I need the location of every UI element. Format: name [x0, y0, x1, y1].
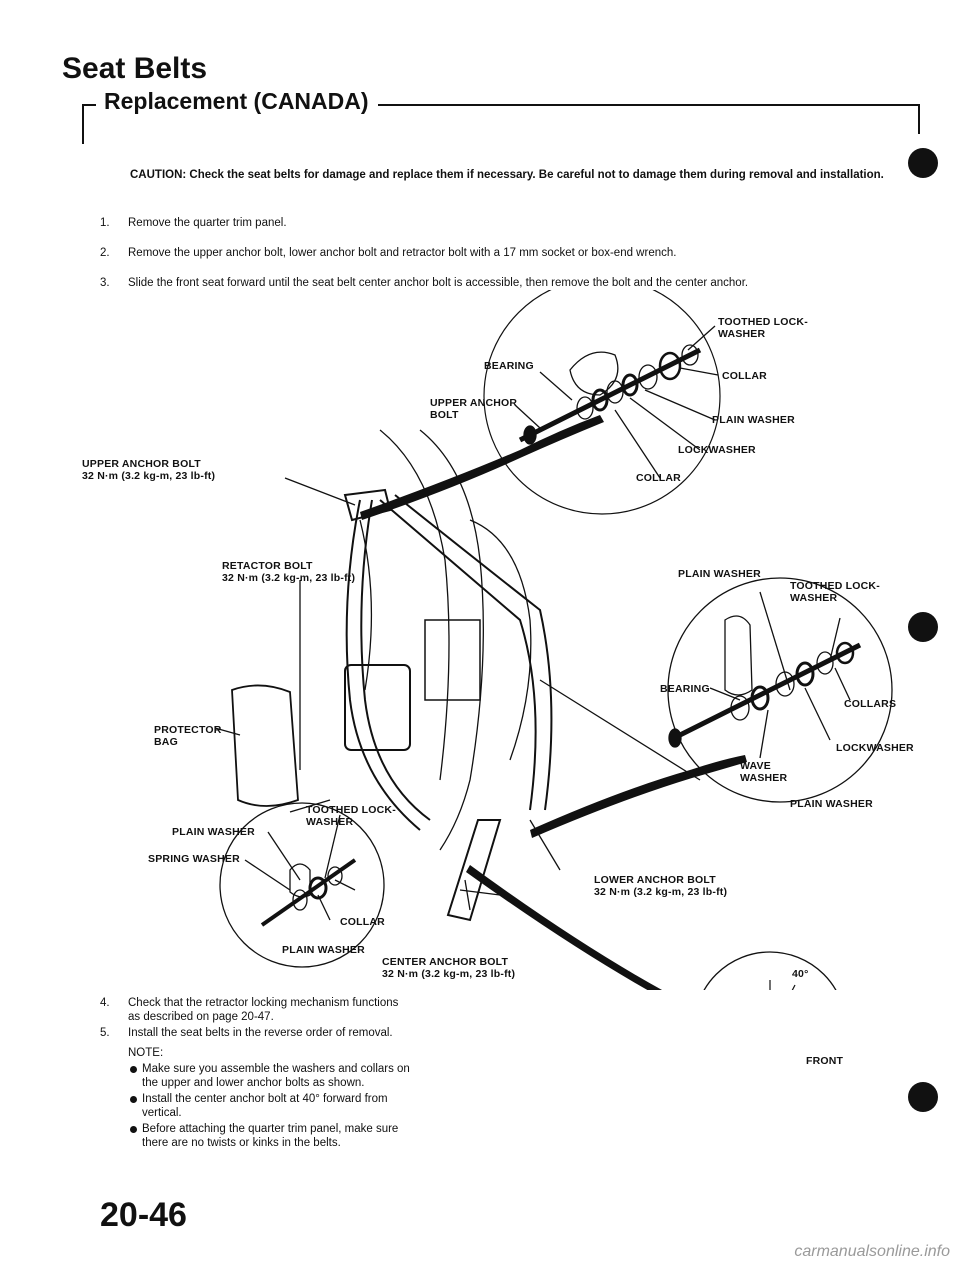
- step-number: 2.: [100, 247, 110, 259]
- label-upper-bearing: BEARING: [484, 360, 534, 372]
- belt-webbing: [345, 499, 421, 831]
- upper-bolt-assembly: [518, 344, 702, 445]
- note-heading: NOTE:: [128, 1047, 164, 1059]
- note-item-2-line1: Install the center anchor bolt at 40° fo…: [142, 1093, 388, 1105]
- label-upper-anchor-bolt-detail-2: BOLT: [430, 409, 459, 421]
- label-upper-collar-2: COLLAR: [636, 472, 681, 484]
- note-item-3-line1: Before attaching the quarter trim panel,…: [142, 1123, 399, 1135]
- pointer-angle: [466, 865, 663, 990]
- subtitle-backdrop: [96, 90, 378, 120]
- step-number: 5.: [100, 1027, 110, 1039]
- binder-hole-icon: [908, 612, 938, 642]
- label-lower-toothed-lockwasher: TOOTHED LOCK-: [790, 580, 880, 592]
- step-3: 3. Slide the front seat forward until th…: [100, 276, 900, 292]
- label-upper-collar: COLLAR: [722, 370, 767, 382]
- step-2: 2. Remove the upper anchor bolt, lower a…: [100, 246, 900, 262]
- label-wave-washer: WAVE: [740, 760, 771, 772]
- label-front: FRONT: [806, 1055, 844, 1067]
- binder-hole-icon: [908, 1082, 938, 1112]
- note-item-2-line2: vertical.: [142, 1107, 182, 1119]
- page-number: 20-46: [100, 1196, 187, 1234]
- retractor: [344, 664, 411, 751]
- caution-text: CAUTION: Check the seat belts for damage…: [130, 169, 884, 181]
- angle-indicator: [769, 980, 796, 990]
- label-wave-washer-2: WASHER: [740, 772, 788, 784]
- lower-bolt-assembly: [668, 615, 862, 748]
- label-lower-anchor-bolt-torque: 32 N·m (3.2 kg-m, 23 lb-ft): [594, 886, 728, 898]
- seat-belt-diagram: [214, 290, 893, 990]
- label-upper-lockwasher: LOCKWASHER: [678, 444, 756, 456]
- step-number: 1.: [100, 217, 110, 229]
- label-upper-anchor-bolt: UPPER ANCHOR BOLT: [82, 458, 201, 470]
- label-spring-washer: SPRING WASHER: [148, 853, 240, 865]
- center-detail-circle: [219, 802, 385, 968]
- note-item-1-line1: Make sure you assemble the washers and c…: [142, 1063, 410, 1075]
- section-title: Replacement (CANADA): [104, 88, 369, 114]
- note-item-1-line2: the upper and lower anchor bolts as show…: [142, 1077, 365, 1089]
- center-bolt-assembly: [260, 858, 357, 927]
- step-4: 4. Check that the retractor locking mech…: [100, 996, 500, 1028]
- label-center-anchor-bolt: CENTER ANCHOR BOLT: [382, 956, 509, 968]
- bullet-icon: [130, 1066, 137, 1073]
- section-rule: [82, 104, 920, 118]
- angle-detail-circle: [703, 951, 837, 990]
- label-lower-lockwasher: LOCKWASHER: [836, 742, 914, 754]
- footer-watermark: carmanualsonline.info: [794, 1243, 950, 1260]
- upper-detail-circle: [483, 290, 721, 515]
- section-rule-left: [82, 104, 84, 144]
- label-mid-collar: COLLAR: [340, 916, 385, 928]
- label-lower-anchor-bolt: LOWER ANCHOR BOLT: [594, 874, 716, 886]
- step-text-line2: as described on page 20-47.: [128, 1011, 274, 1023]
- step-text: Remove the upper anchor bolt, lower anch…: [128, 247, 677, 259]
- step-text-line1: Install the seat belts in the reverse or…: [128, 1027, 393, 1039]
- step-text: Remove the quarter trim panel.: [128, 217, 287, 229]
- label-mid-plain-washer-2: PLAIN WASHER: [282, 944, 365, 956]
- label-protector-bag: PROTECTOR: [154, 724, 222, 736]
- label-protector-bag-2: BAG: [154, 736, 178, 748]
- step-1: 1. Remove the quarter trim panel.: [100, 216, 900, 232]
- bullet-icon: [130, 1126, 137, 1133]
- label-center-anchor-bolt-torque: 32 N·m (3.2 kg-m, 23 lb-ft): [382, 968, 516, 980]
- pointer-lower: [530, 755, 747, 838]
- step-number: 3.: [100, 277, 110, 289]
- label-retractor-bolt-torque: 32 N·m (3.2 kg-m, 23 lb-ft): [222, 572, 356, 584]
- section-rule-right: [918, 104, 920, 134]
- binder-hole-icon: [908, 148, 938, 178]
- lower-detail-circle: [667, 577, 893, 803]
- bullet-icon: [130, 1096, 137, 1103]
- label-lower-plain-washer: PLAIN WASHER: [678, 568, 761, 580]
- step-text: Slide the front seat forward until the s…: [128, 277, 749, 289]
- step-text-line1: Check that the retractor locking mechani…: [128, 997, 399, 1009]
- pointer-upper: [360, 415, 604, 520]
- label-lower-plain-washer-2: PLAIN WASHER: [790, 798, 873, 810]
- label-lower-toothed-lockwasher-2: WASHER: [790, 592, 838, 604]
- step-5: 5. Install the seat belts in the reverse…: [100, 1026, 500, 1042]
- label-upper-anchor-bolt-torque: 32 N·m (3.2 kg-m, 23 lb-ft): [82, 470, 216, 482]
- label-upper-anchor-bolt-detail: UPPER ANCHOR: [430, 397, 518, 409]
- label-lower-bearing: BEARING: [660, 683, 710, 695]
- label-retractor-bolt: RETACTOR BOLT: [222, 560, 313, 572]
- label-upper-plain-washer: PLAIN WASHER: [712, 414, 795, 426]
- center-anchor: [446, 819, 502, 922]
- label-upper-toothed-lockwasher: TOOTHED LOCK-: [718, 316, 808, 328]
- label-upper-toothed-lockwasher-2: WASHER: [718, 328, 766, 340]
- step-number: 4.: [100, 997, 110, 1009]
- label-mid-toothed-lockwasher: TOOTHED LOCK-: [306, 804, 396, 816]
- note-item-3-line2: there are no twists or kinks in the belt…: [142, 1137, 341, 1149]
- protector-bag: [231, 684, 299, 807]
- label-lower-collars: COLLARS: [844, 698, 897, 710]
- label-angle: 40°: [792, 968, 809, 980]
- label-mid-plain-washer: PLAIN WASHER: [172, 826, 255, 838]
- label-mid-toothed-lockwasher-2: WASHER: [306, 816, 354, 828]
- page-title: Seat Belts: [62, 52, 208, 85]
